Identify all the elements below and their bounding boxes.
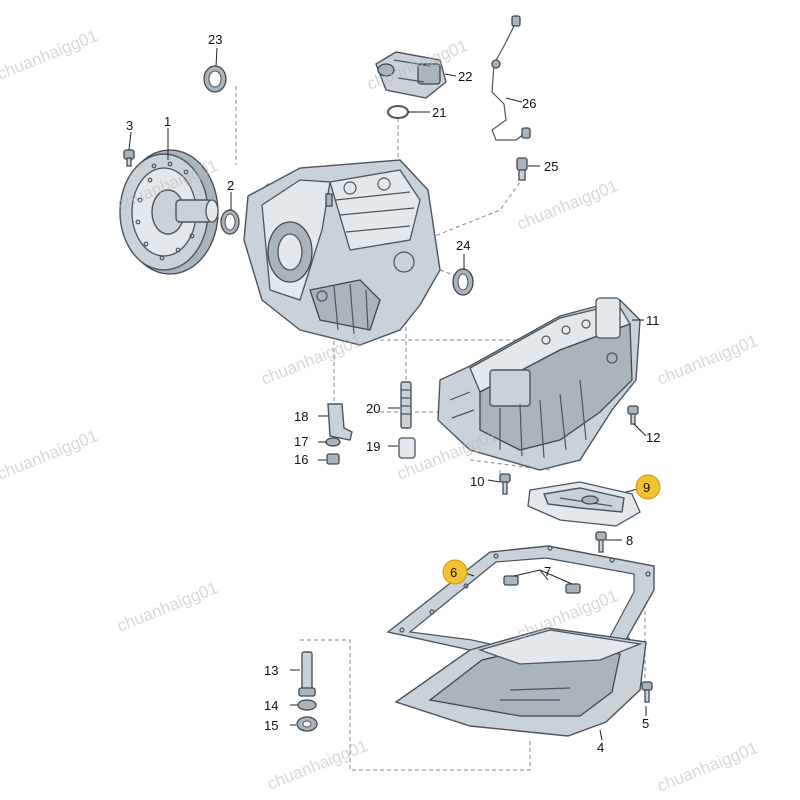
valve-body-bolt-10 [499,473,511,495]
torque-converter [119,149,219,275]
callout-26: 26 [522,96,536,111]
drain-nut-15 [296,716,318,732]
converter-bolt [123,149,135,167]
callout-17: 17 [294,434,308,449]
oil-filter [527,481,641,527]
callout-14: 14 [264,698,278,713]
callout-labels: 1 2 3 4 5 6 7 8 9 10 11 12 13 14 15 16 1… [126,32,660,755]
callout-7: 7 [544,564,551,579]
watermark-text: chuanhaigg01 [264,736,370,794]
bracket [327,403,353,441]
magnets [503,575,581,594]
transmission-housing [243,159,441,346]
callout-19: 19 [366,439,380,454]
callout-22: 22 [458,69,472,84]
callout-9: 9 [643,480,650,495]
watermark-text: chuanhaigg01 [654,331,760,389]
valve-body [437,297,641,471]
nut-16 [326,453,340,465]
callout-3: 3 [126,118,133,133]
callout-11: 11 [646,313,660,328]
valve-body-bolt-12 [627,405,639,425]
pan-bolt [641,681,653,703]
leader-lines [128,47,647,741]
side-seal-ring [452,268,474,296]
highlight-circle-6 [442,559,468,585]
drain-seal-14 [297,699,317,711]
callout-1: 1 [164,114,171,129]
callout-13: 13 [264,663,278,678]
filter-bolt [595,531,607,553]
callout-20: 20 [366,401,380,416]
sensor-o-ring [387,105,409,119]
watermark-text: chuanhaigg01 [258,331,364,389]
callout-21: 21 [432,105,446,120]
callout-10: 10 [470,474,484,489]
watermark-text: chuanhaigg01 [514,176,620,234]
watermark-text: chuanhaigg01 [0,426,101,484]
callout-15: 15 [264,718,278,733]
watermark-text: chuanhaigg01 [0,26,101,84]
callout-18: 18 [294,409,308,424]
callout-25: 25 [544,159,558,174]
drain-plug-13 [298,651,316,697]
callout-6: 6 [450,565,457,580]
callout-8: 8 [626,533,633,548]
callout-4: 4 [597,740,604,755]
callout-16: 16 [294,452,308,467]
stud-20 [400,381,412,429]
converter-seal-ring [220,209,240,235]
oil-pan [394,627,647,737]
callout-2: 2 [227,178,234,193]
watermark-text: chuanhaigg01 [114,578,220,636]
highlight-circle-9 [635,474,661,500]
range-sensor [375,51,447,99]
callout-23: 23 [208,32,222,47]
watermark-text: chuanhaigg01 [654,738,760,796]
callout-12: 12 [646,430,660,445]
callout-5: 5 [642,716,649,731]
sensor-plug [516,157,528,181]
sleeve-19 [398,437,416,459]
top-seal-ring [203,65,227,93]
speed-sensor-cable [491,15,531,141]
callout-24: 24 [456,238,470,253]
washer-17 [325,437,341,447]
